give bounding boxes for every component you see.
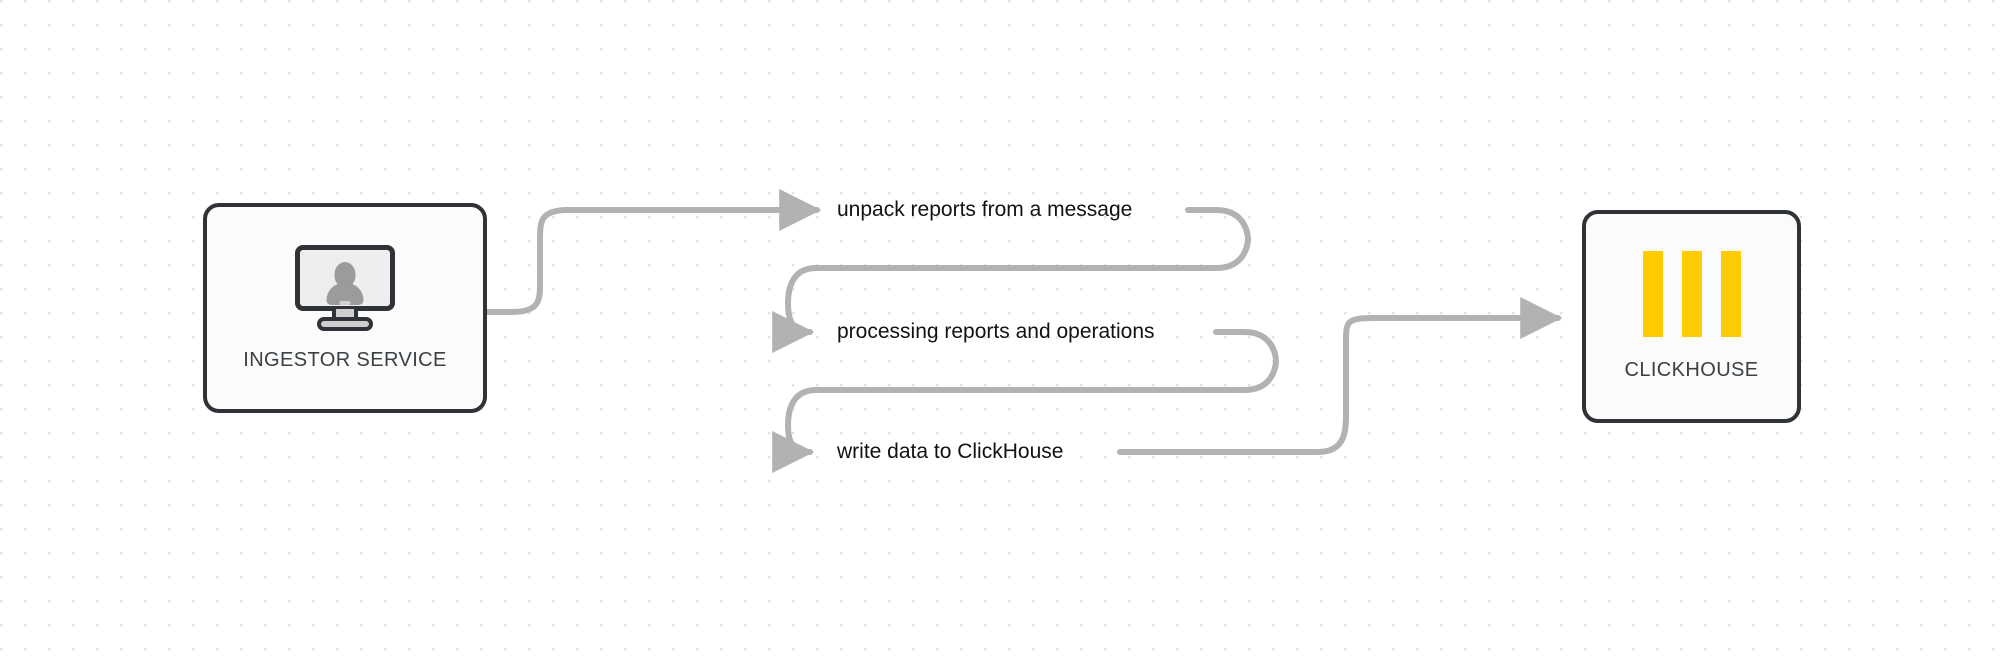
edge-label-processing-reports: processing reports and operations	[837, 320, 1155, 343]
person-head	[334, 261, 356, 287]
edge-processing-to-write	[772, 329, 1279, 473]
clickhouse-bar-1	[1642, 251, 1663, 337]
clickhouse-bar-2	[1681, 251, 1702, 337]
edge-label-unpack-reports: unpack reports from a message	[837, 198, 1133, 221]
monitor-screen	[295, 244, 395, 311]
edge-write-to-clickhouse	[1117, 297, 1563, 455]
clickhouse-bar-3	[1720, 251, 1741, 337]
edge-label-write-data: write data to ClickHouse	[837, 440, 1064, 463]
node-ingestor-label: INGESTOR SERVICE	[243, 348, 447, 371]
node-ingestor-service[interactable]: INGESTOR SERVICE	[203, 203, 487, 413]
monitor-base	[317, 316, 373, 331]
monitor-user-icon	[295, 244, 395, 331]
node-clickhouse-label: CLICKHOUSE	[1624, 359, 1759, 381]
node-clickhouse[interactable]: CLICKHOUSE	[1582, 210, 1801, 423]
monitor-power-button	[339, 300, 351, 305]
edge-unpack-to-processing	[772, 207, 1251, 353]
person-body	[326, 282, 364, 305]
clickhouse-logo-icon	[1642, 251, 1741, 337]
edge-ingestor-to-unpack	[484, 189, 822, 315]
